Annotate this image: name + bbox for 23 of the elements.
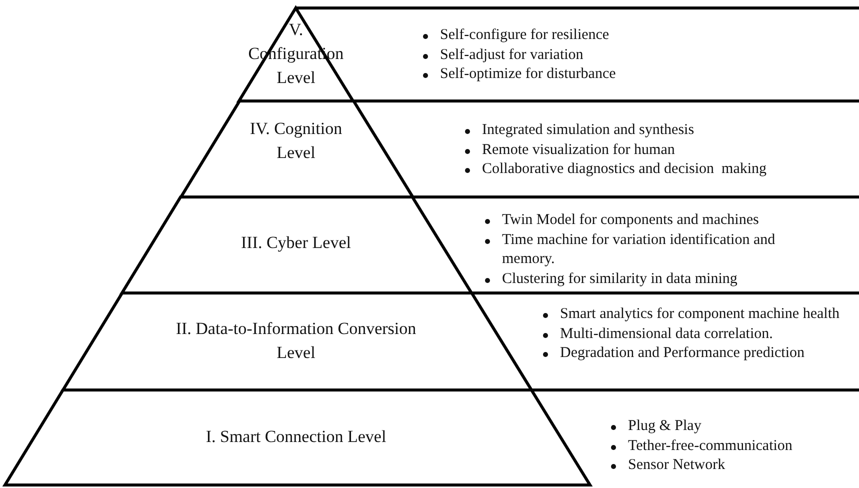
level-label: IV. Cognition Level	[248, 118, 344, 164]
bullet-text: Clustering for similarity in data mining	[502, 270, 738, 286]
pyramid-level	[5, 390, 590, 485]
bullet-text: Sensor Network	[628, 457, 726, 473]
level-label: I. Smart Connection Level	[204, 426, 388, 448]
bullet-text: Self-optimize for disturbance	[440, 66, 616, 82]
bullet-text: Collaborative diagnostics and decision making	[482, 161, 767, 177]
bullet-text: Remote visualization for human	[482, 142, 675, 158]
pyramid-level	[122, 197, 472, 293]
bullet-text: Twin Model for components and machines	[502, 212, 759, 228]
pyramid-level	[180, 101, 412, 197]
bullet-text: Time machine for variation identification and memory.	[502, 232, 776, 267]
level-label: III. Cyber Level	[240, 232, 352, 254]
bullet-text: Degradation and Performance prediction	[560, 345, 804, 361]
bullet-text: Integrated simulation and synthesis	[482, 122, 694, 138]
level-label: II. Data-to-Information Conversion Level	[174, 318, 418, 364]
bullet-text: Tether-free-communication	[628, 438, 792, 454]
bullet-text: Self-adjust for variation	[440, 46, 584, 62]
bullet-text: Plug & Play	[628, 418, 702, 434]
bullet-text: Multi-dimensional data correlation.	[560, 326, 773, 342]
bullet-text: Smart analytics for component machine health	[560, 306, 840, 322]
bullet-text: Self-configure for resilience	[440, 27, 610, 43]
pyramid-level	[62, 293, 532, 390]
